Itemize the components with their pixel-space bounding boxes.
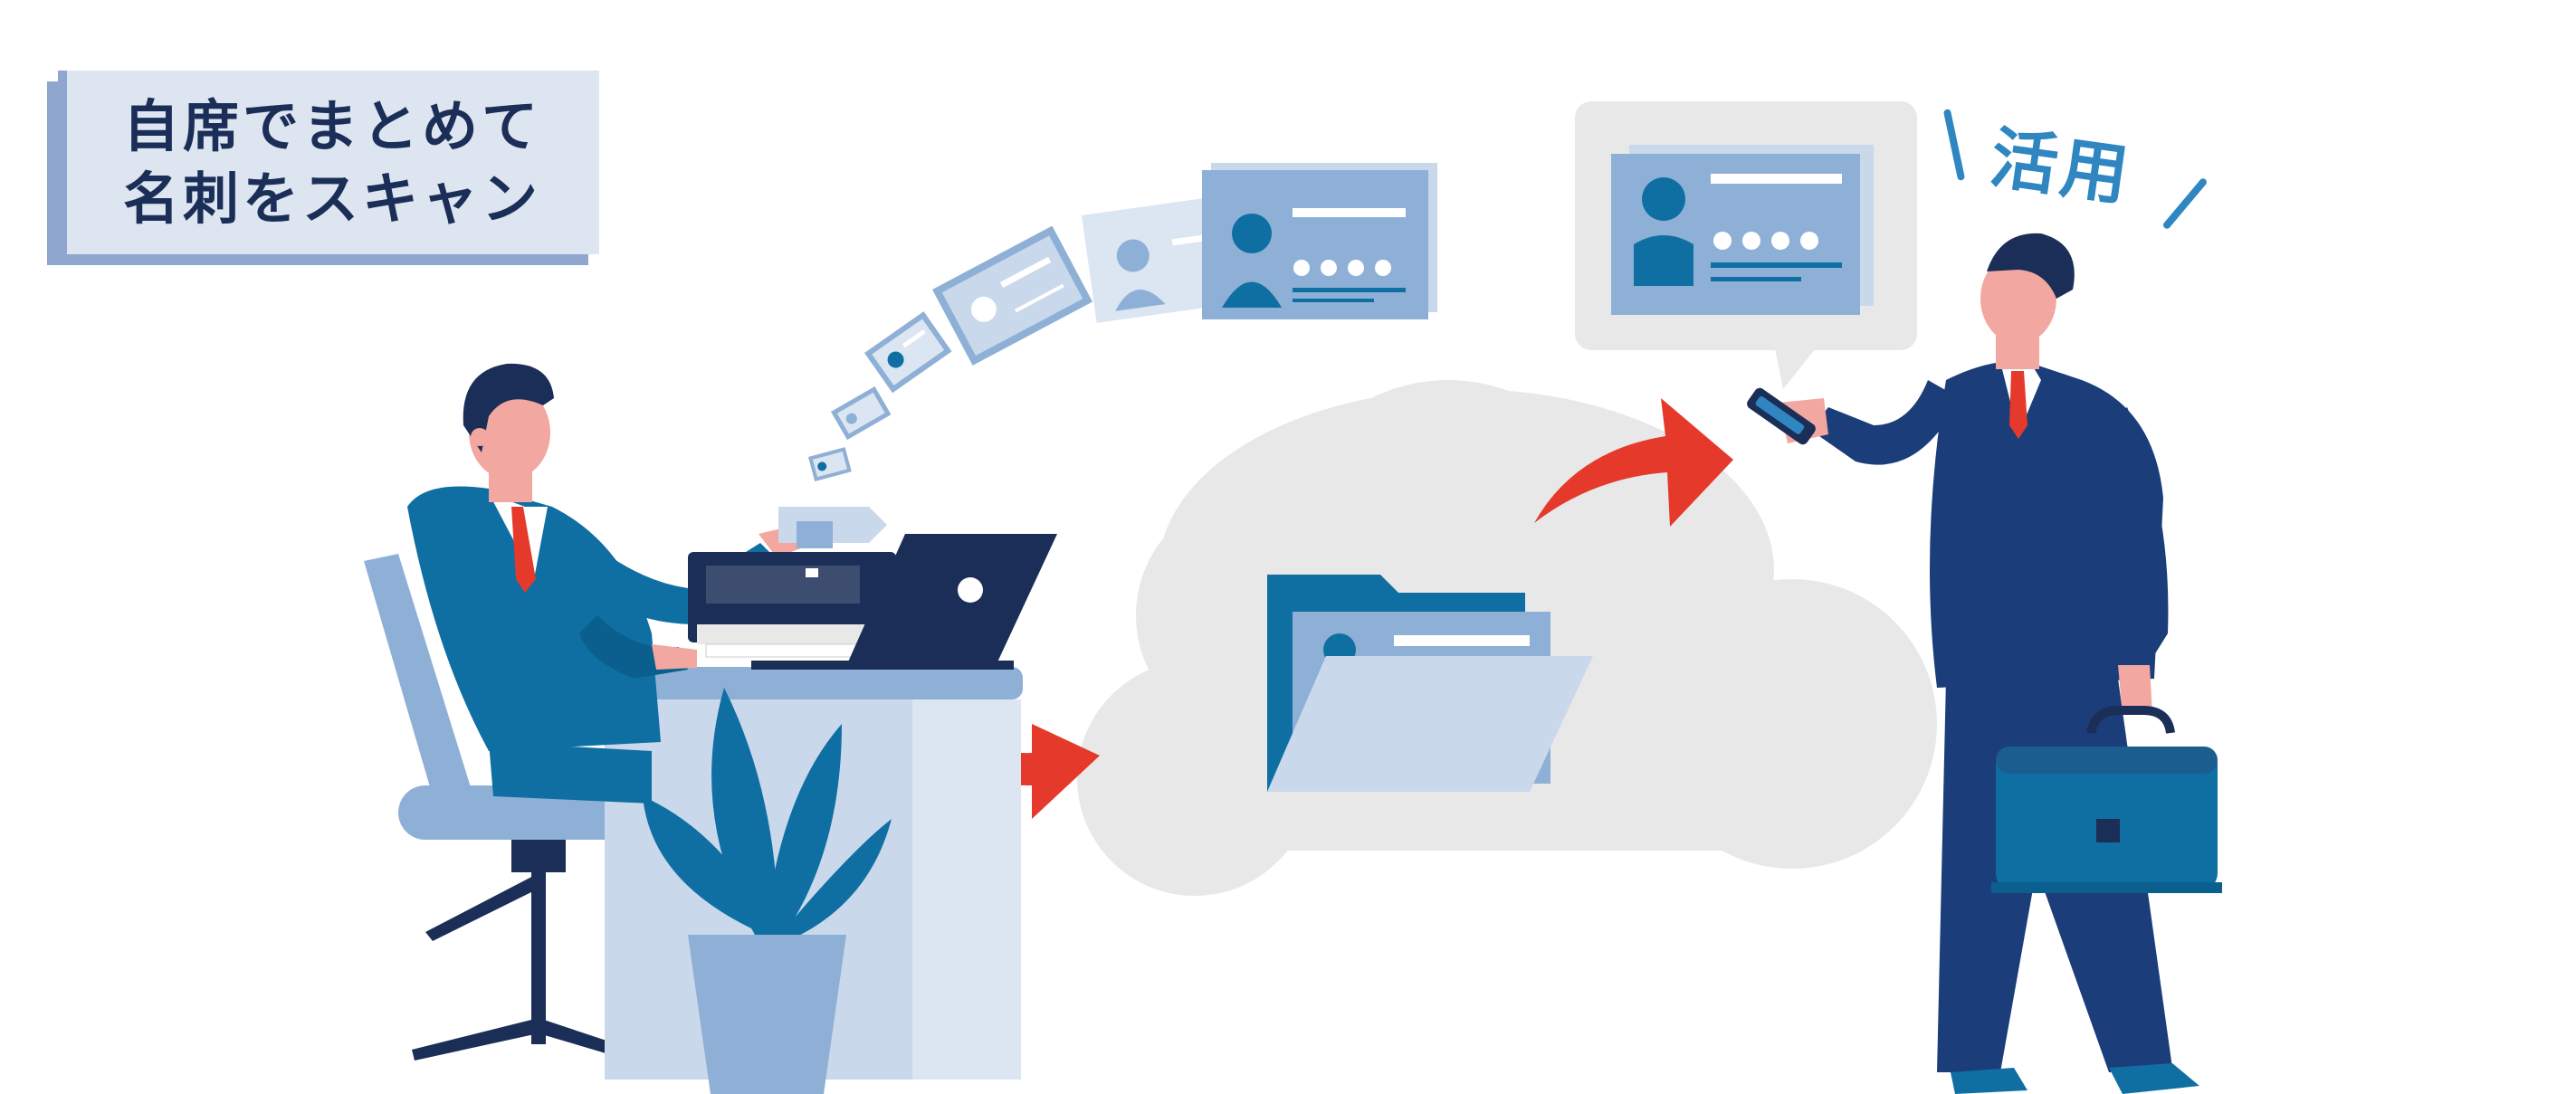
business-card-icon: [831, 386, 892, 441]
flying-business-cards: [808, 163, 1437, 482]
scan-caption: 自席でまとめて 名刺をスキャン: [123, 90, 541, 235]
business-card-icon: [932, 225, 1093, 366]
business-card-icon: [1202, 163, 1437, 319]
speech-bubble: [1575, 101, 1917, 389]
laptop-icon: [751, 534, 1057, 670]
scan-caption-line-1: 自席でまとめて: [123, 93, 542, 159]
curved-arrow-icon: [1534, 398, 1733, 527]
business-card-icon: [864, 311, 952, 394]
scan-caption-line-2: 名刺をスキャン: [123, 166, 542, 232]
smartphone-icon: [1747, 387, 1816, 445]
potted-plant: [643, 688, 892, 1094]
business-card-icon: [808, 447, 852, 482]
briefcase-icon: [1991, 706, 2222, 893]
emphasis-marks: [1943, 109, 2207, 229]
folder-icon: [1267, 575, 1593, 792]
business-card-icon: [1611, 145, 1874, 315]
document-scanner-icon: [688, 507, 896, 658]
label-box-face: 自席でまとめて 名刺をスキャン: [58, 71, 599, 254]
scan-label-box: 自席でまとめて 名刺をスキャン: [47, 71, 599, 265]
